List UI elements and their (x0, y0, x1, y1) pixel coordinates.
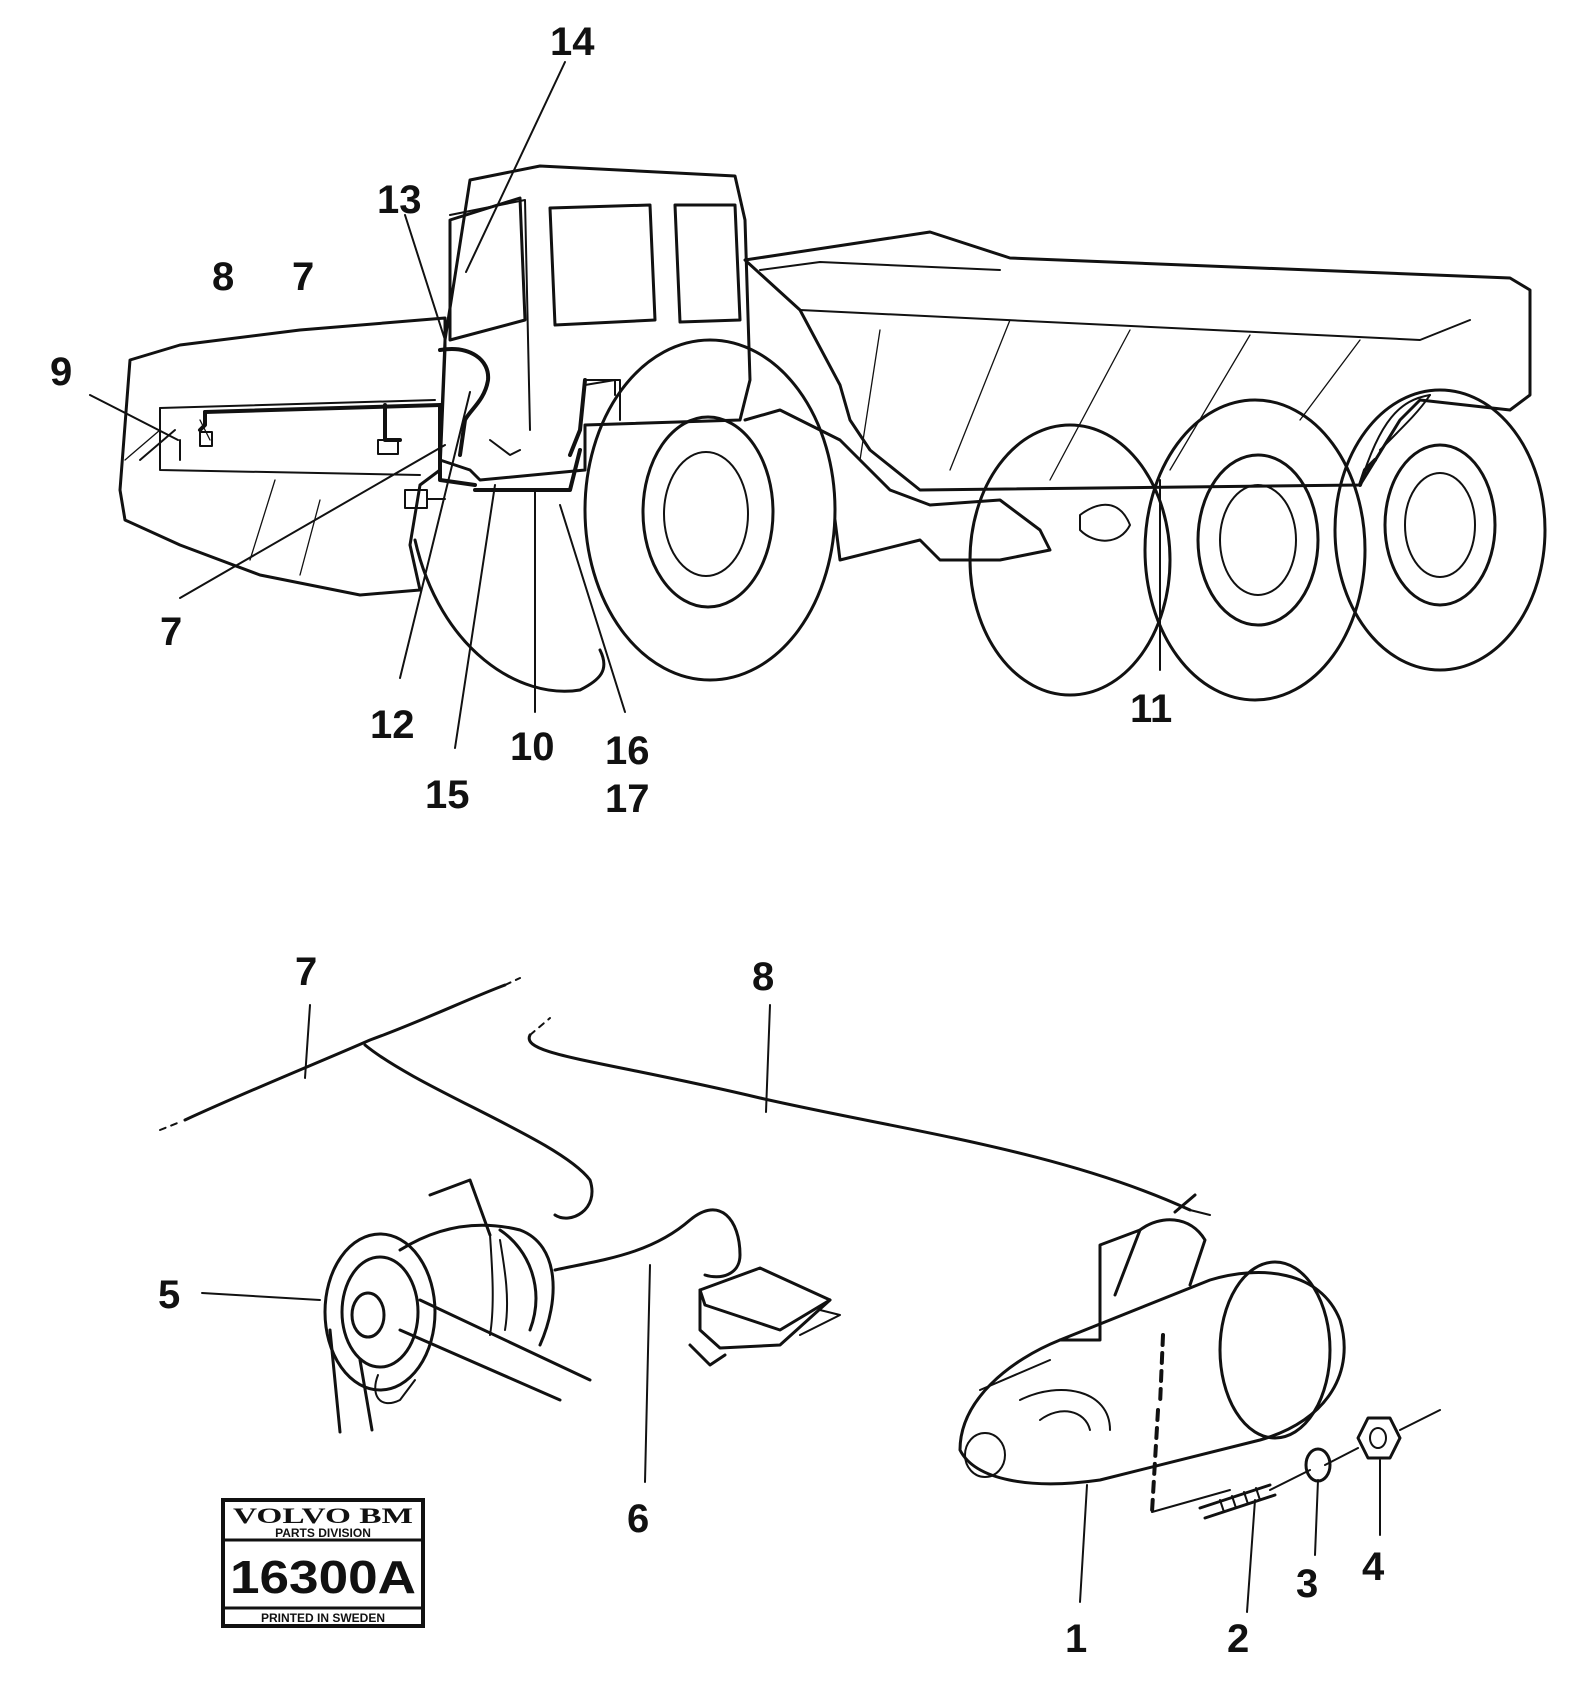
callout-6: 6 (627, 1497, 649, 1541)
stamp-printed: PRINTED IN SWEDEN (261, 1611, 385, 1625)
callout-15: 15 (425, 773, 470, 817)
stamp-code: 16300A (230, 1551, 416, 1603)
cable-8-harness (527, 1017, 1211, 1216)
articulated-hauler-illustration (118, 164, 1547, 702)
stud-bolt-2 (1198, 1483, 1277, 1520)
regulator-box-illustration (688, 1266, 841, 1367)
callout-1: 1 (1065, 1617, 1087, 1661)
callout-13: 13 (377, 178, 422, 222)
stamp-brand: VOLVO BM (233, 1503, 413, 1528)
alternator-illustration (323, 1178, 592, 1434)
top-leader-lines (89, 61, 1161, 749)
volvo-bm-stamp: VOLVO BM PARTS DIVISION 16300A PRINTED I… (221, 1498, 425, 1628)
callout-labels: 14 13 8 7 9 7 12 15 10 16 17 11 7 8 5 6 … (50, 20, 1385, 1661)
stamp-division: PARTS DIVISION (275, 1526, 371, 1540)
callout-2: 2 (1227, 1617, 1249, 1661)
bottom-leader-lines (201, 1004, 1381, 1613)
starter-motor-illustration (958, 1193, 1346, 1514)
callout-8-bottom: 8 (752, 955, 774, 999)
callout-7-bottom: 7 (295, 950, 317, 994)
cable-7-harness (159, 977, 742, 1279)
callout-9: 9 (50, 350, 72, 394)
callout-10: 10 (510, 725, 555, 769)
callout-12: 12 (370, 703, 415, 747)
callout-14: 14 (550, 20, 595, 64)
callout-8-top: 8 (212, 255, 234, 299)
truck-wiring-harness (139, 347, 1431, 509)
callout-7-top: 7 (292, 255, 314, 299)
callout-17: 17 (605, 777, 650, 821)
callout-11: 11 (1130, 687, 1172, 731)
callout-4: 4 (1362, 1545, 1385, 1589)
callout-3: 3 (1296, 1562, 1318, 1606)
nut-4 (1324, 1409, 1441, 1466)
washer-3 (1269, 1447, 1332, 1491)
callout-16: 16 (605, 729, 650, 773)
callout-7-left: 7 (160, 610, 182, 654)
callout-5: 5 (158, 1273, 180, 1317)
